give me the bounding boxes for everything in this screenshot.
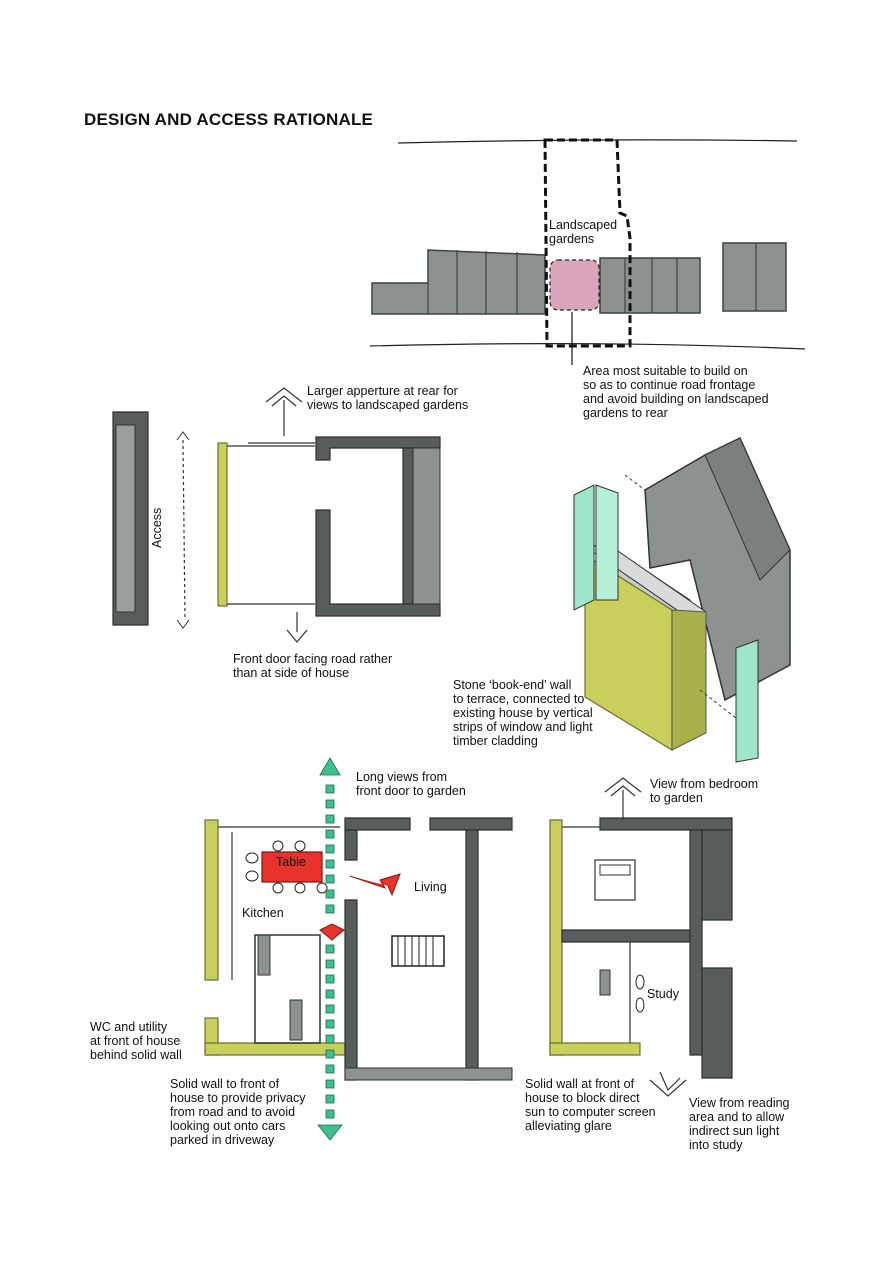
wc-utility-note: WC and utility at front of house behind … (90, 1020, 182, 1062)
front-door-note: Front door facing road rather than at si… (233, 652, 393, 680)
access-label: Access (150, 507, 164, 548)
rear-aperture-note: Larger apperture at rear for views to la… (307, 384, 469, 412)
detached-building (722, 242, 787, 312)
study-label: Study (647, 987, 679, 1001)
book-end-wall-note: Stone ‘book-end’ wall to terrace, connec… (453, 678, 593, 748)
table-label: Table (276, 855, 306, 869)
long-views-note: Long views from front door to garden (356, 770, 466, 798)
bedroom-view-note: View from bedroom to garden (650, 777, 759, 805)
kitchen-label: Kitchen (242, 906, 284, 920)
living-label: Living (414, 880, 447, 894)
site-boundary (543, 138, 632, 348)
table (261, 851, 323, 883)
terrace-left (371, 249, 546, 315)
page-title: DESIGN AND ACCESS RATIONALE (84, 110, 374, 129)
ground-floor-plan (204, 757, 513, 1141)
terrace-right (599, 257, 701, 314)
first-solid-wall-note: Solid wall at front of house to block di… (525, 1077, 656, 1133)
access-diagram (112, 387, 441, 643)
build-area (549, 259, 600, 311)
landscaped-gardens-label: Landscaped gardens (549, 218, 618, 246)
build-area-note: Area most suitable to build on so as to … (583, 364, 769, 420)
reading-area-note: View from reading area and to allow indi… (689, 1096, 790, 1152)
ground-solid-wall-note: Solid wall to front of house to provide … (170, 1077, 306, 1147)
site-plan (369, 138, 806, 365)
first-floor-plan (549, 777, 733, 1097)
road-line (369, 343, 806, 350)
axonometric (573, 436, 791, 763)
